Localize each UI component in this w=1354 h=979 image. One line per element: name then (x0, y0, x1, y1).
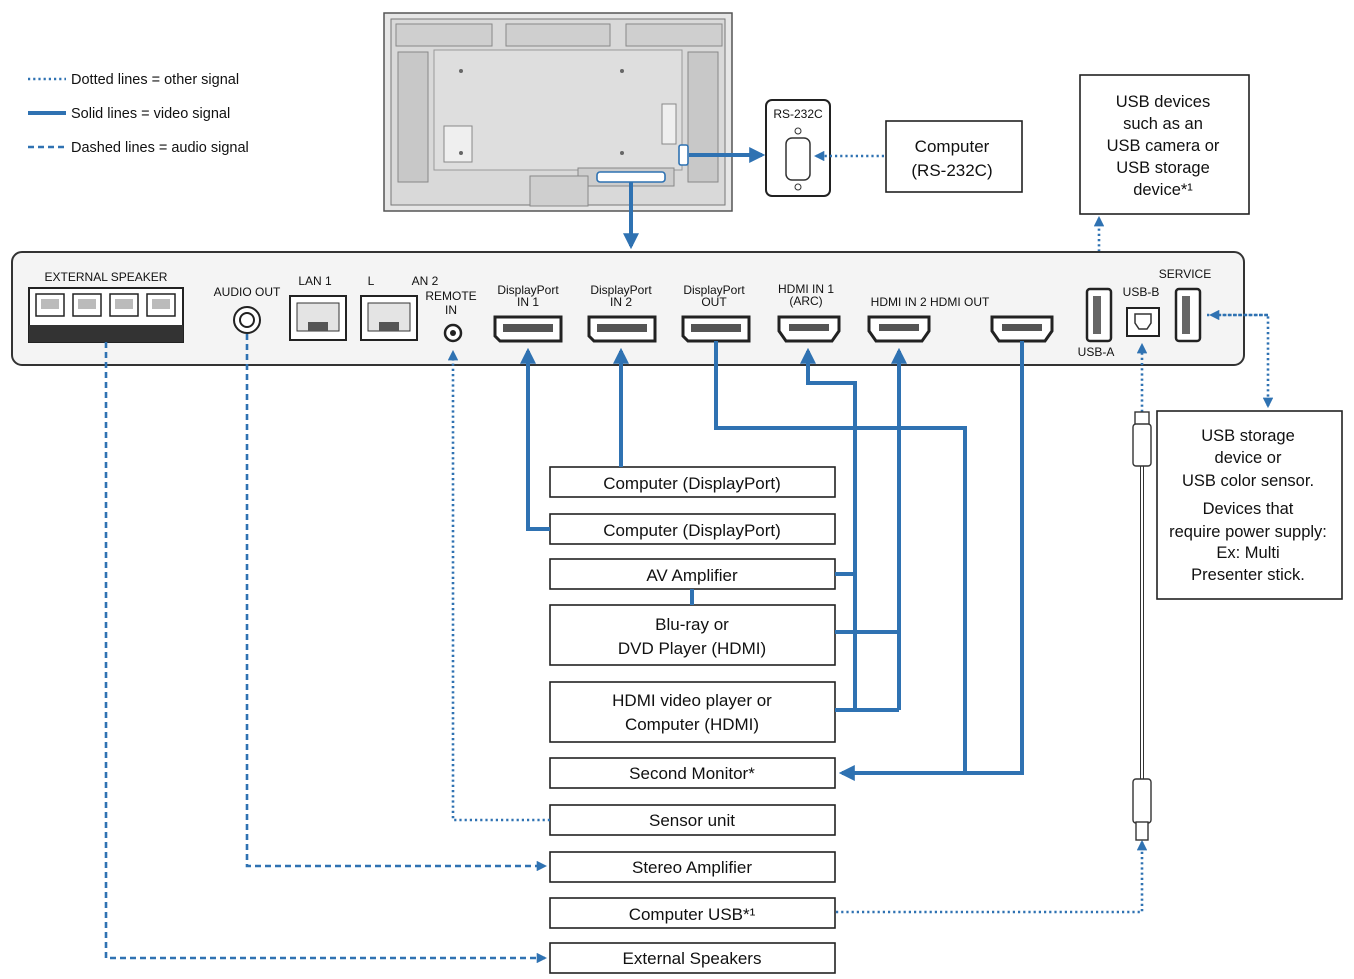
lan2-l-label: L (368, 274, 375, 288)
bluray-label-2: DVD Player (HDMI) (618, 639, 766, 658)
remote-in-jack-icon (443, 323, 463, 343)
usb-devices-line5: device*¹ (1133, 181, 1193, 199)
usb-storage-line4: Devices that (1203, 500, 1294, 518)
computer-usb-label: Computer USB*¹ (629, 905, 756, 924)
hdmi-in1-label-1: HDMI IN 1 (778, 282, 834, 296)
hdmi-in1-label-2: (ARC) (789, 294, 822, 308)
hdmi-in2-out-label: HDMI IN 2 HDMI OUT (871, 295, 990, 309)
external-speakers-label: External Speakers (623, 949, 762, 968)
usb-a-plug-icon (1132, 778, 1152, 824)
dp-in1-label-2: IN 1 (517, 295, 539, 309)
audio-out-jack-icon (233, 306, 261, 334)
usb-devices-box: USB devices such as an USB camera or USB… (1079, 74, 1250, 215)
video-connections (520, 341, 1024, 781)
service-signal-line (1207, 313, 1274, 409)
usb-storage-line2: device or (1215, 449, 1282, 467)
sensor-unit-box (549, 804, 836, 836)
stereo-amplifier-label: Stereo Amplifier (632, 858, 752, 877)
computer-rs232c-line1: Computer (915, 137, 990, 156)
usb-devices-line4: USB storage (1116, 159, 1210, 177)
remote-in-label-2: IN (445, 303, 457, 317)
rs232c-port-box: RS-232C (765, 99, 831, 197)
usb-storage-line3: USB color sensor. (1182, 472, 1314, 490)
usb-b-plug-icon (1132, 423, 1152, 467)
hdmi-in1-video-line (800, 347, 857, 708)
lan2-an2-label: AN 2 (412, 274, 439, 288)
bluray-box (549, 604, 836, 666)
legend-dashed-label: Dashed lines = audio signal (71, 140, 249, 156)
lan2-port-icon (360, 295, 418, 341)
hdmi-player-label-2: Computer (HDMI) (625, 715, 759, 734)
computer-usb-box (549, 897, 836, 929)
legend: Dotted lines = other signal Solid lines … (28, 72, 249, 156)
audio-out-signal-line (245, 334, 548, 872)
external-speakers-box (549, 942, 836, 974)
usb-b-label: USB-B (1123, 285, 1160, 299)
hdmi-in1-port-icon (777, 315, 841, 343)
connector-panel: EXTERNAL SPEAKER AUDIO OUT LAN 1 L AN 2 (11, 251, 1245, 366)
usb-a-label: USB-A (1078, 345, 1115, 359)
usb-b-port-icon (1126, 307, 1160, 337)
dp-out-label-1: DisplayPort (683, 283, 745, 297)
rs232c-connector-icon (785, 137, 811, 181)
external-speaker-terminal-icon (28, 287, 184, 343)
dp-in1-video-line (520, 347, 550, 531)
second-monitor-label: Second Monitor* (629, 764, 755, 783)
usb-devices-line1: USB devices (1116, 93, 1210, 111)
computer-rs232c-box: Computer (RS-232C) (885, 120, 1023, 193)
hdmi-out-port-icon (990, 315, 1054, 343)
monitor-back-illustration (383, 12, 733, 212)
audio-connections (104, 334, 548, 964)
legend-dotted-label: Dotted lines = other signal (71, 72, 239, 88)
computer-dp-2-label: Computer (DisplayPort) (603, 521, 781, 540)
dp-in2-label-1: DisplayPort (590, 283, 652, 297)
usb-cable-illustration (1132, 411, 1152, 841)
bluray-label-1: Blu-ray or (655, 615, 729, 634)
computer-dp-1-box (549, 466, 836, 498)
usb-storage-line5: require power supply: (1169, 523, 1327, 541)
stereo-amplifier-box (549, 851, 836, 883)
dp-in2-label-2: IN 2 (610, 295, 632, 309)
computer-dp-1-label: Computer (DisplayPort) (603, 474, 781, 493)
rs232c-label: RS-232C (773, 107, 823, 121)
hdmi-in2-port-icon (867, 315, 931, 343)
legend-solid-label: Solid lines = video signal (71, 106, 230, 122)
external-speaker-label: EXTERNAL SPEAKER (45, 270, 168, 284)
usb-a-plug-tip-icon (1135, 821, 1149, 841)
service-label: SERVICE (1159, 267, 1211, 281)
remote-in-label-1: REMOTE (425, 289, 476, 303)
usb-storage-line7: Presenter stick. (1191, 566, 1305, 584)
usb-storage-box: USB storage device or USB color sensor. … (1156, 410, 1343, 600)
usb-storage-line6: Ex: Multi (1216, 544, 1279, 562)
hdmi-player-box (549, 681, 836, 743)
lan1-label: LAN 1 (298, 274, 332, 288)
dp-in2-port-icon (587, 315, 657, 343)
usb-devices-line2: such as an (1123, 115, 1203, 133)
external-speaker-signal-line (104, 342, 548, 964)
computer-rs232c-line2: (RS-232C) (911, 161, 992, 180)
second-monitor-box (549, 757, 836, 789)
dp-in1-port-icon (493, 315, 563, 343)
dp-in1-label-1: DisplayPort (497, 283, 559, 297)
computer-usb-signal-line (836, 839, 1148, 914)
dp-out-port-icon (681, 315, 751, 343)
device-boxes: Computer (DisplayPort) Computer (Display… (549, 466, 836, 974)
service-port-icon (1174, 287, 1202, 343)
lan1-port-icon (289, 295, 347, 341)
audio-out-label: AUDIO OUT (214, 285, 281, 299)
sensor-unit-signal-line (447, 349, 550, 822)
other-signal-connections (447, 309, 1274, 914)
sensor-unit-label: Sensor unit (649, 811, 735, 830)
usb-storage-line1: USB storage (1201, 427, 1295, 445)
hdmi-out-video-line (838, 341, 1024, 781)
usb-a-port-icon (1085, 287, 1113, 343)
dp-out-video-line (714, 341, 967, 773)
usb-devices-line3: USB camera or (1107, 137, 1220, 155)
av-amplifier-label: AV Amplifier (646, 566, 738, 585)
hdmi-player-label-1: HDMI video player or (612, 691, 772, 710)
dp-out-label-2: OUT (701, 295, 727, 309)
